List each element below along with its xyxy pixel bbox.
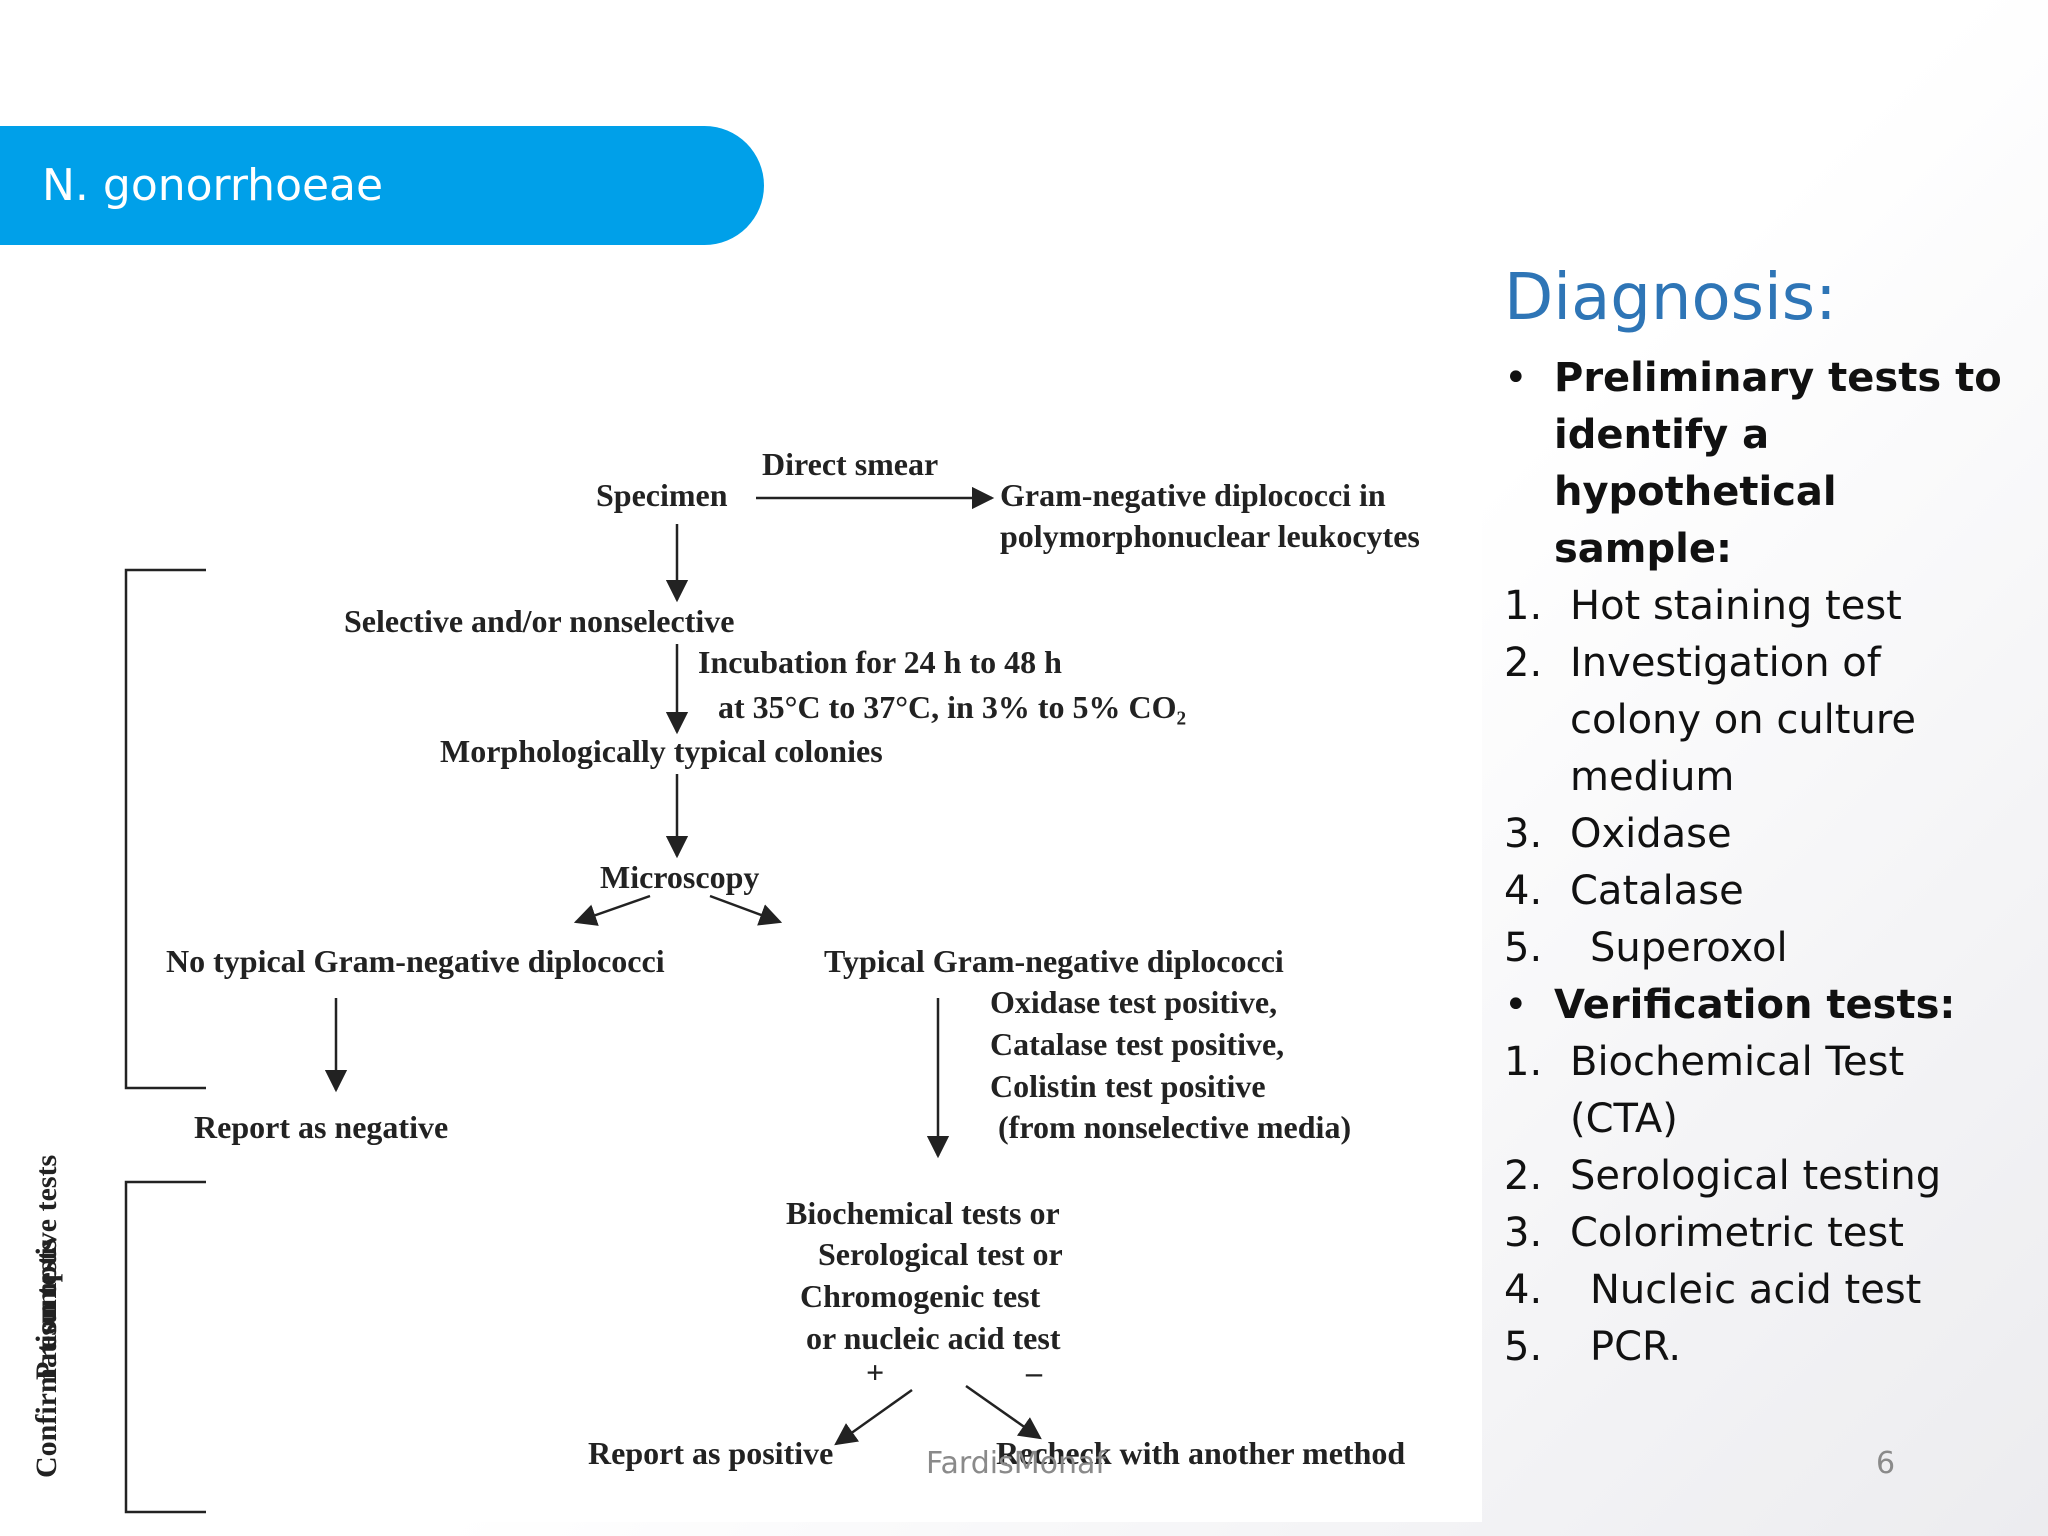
- label-minus: –: [1025, 1354, 1043, 1390]
- arrow-positive: [834, 1388, 913, 1446]
- diagnosis-panel: Diagnosis: Preliminary tests to identify…: [1500, 256, 2020, 1376]
- list-item-text: PCR.: [1590, 1324, 1682, 1370]
- node-no-typical: No typical Gram-negative diplococci: [166, 943, 665, 979]
- arrow-microscopy-right: [709, 894, 783, 926]
- list-item: Verification tests:: [1500, 977, 2020, 1034]
- footer-author: FardisMonaf: [926, 1446, 1106, 1481]
- diagnosis-list: Preliminary tests to identify a hypothet…: [1500, 350, 2020, 1376]
- node-specimen: Specimen: [596, 477, 728, 513]
- list-item: 4. Catalase: [1500, 863, 2020, 920]
- flowchart-diagram: Specimen Direct smear Gram-negative dipl…: [0, 370, 1482, 1522]
- list-number: 3.: [1504, 811, 1543, 857]
- label-incubation-line1: Incubation for 24 h to 48 h: [698, 644, 1062, 680]
- flowchart-svg: Specimen Direct smear Gram-negative dipl…: [30, 446, 1420, 1514]
- list-item: 1. Hot staining test: [1500, 578, 2020, 635]
- list-item: Preliminary tests to identify a hypothet…: [1500, 350, 2020, 578]
- list-number: 1.: [1504, 583, 1543, 629]
- list-number: 2.: [1504, 640, 1543, 686]
- list-item: 2. Serological testing: [1500, 1148, 2020, 1205]
- node-selective: Selective and/or nonselective: [344, 603, 734, 639]
- list-item: 5. PCR.: [1500, 1319, 2020, 1376]
- label-oxidase: Oxidase test positive,: [990, 984, 1277, 1020]
- node-nucleic: or nucleic acid test: [806, 1320, 1061, 1356]
- list-number: 4.: [1504, 868, 1543, 914]
- list-item-text: Serological testing: [1570, 1153, 1942, 1199]
- list-number: 2.: [1504, 1153, 1543, 1199]
- list-item-text: Nucleic acid test: [1590, 1267, 1922, 1313]
- list-number: 1.: [1504, 1039, 1543, 1085]
- list-item-text: Hot staining test: [1570, 583, 1902, 629]
- list-item-text: Catalase: [1570, 868, 1744, 914]
- list-item: 3. Oxidase: [1500, 806, 2020, 863]
- slide-title-bar: N. gonorrhoeae: [0, 126, 764, 245]
- node-gram-negative-line1: Gram-negative diplococci in: [1000, 477, 1386, 513]
- label-incubation-line2: at 35°C to 37°C, in 3% to 5% CO₂: [718, 689, 1186, 725]
- label-catalase: Catalase test positive,: [990, 1026, 1284, 1062]
- node-typical: Typical Gram-negative diplococci: [824, 943, 1284, 979]
- diagnosis-heading: Diagnosis:: [1504, 261, 1837, 335]
- slide-title: N. gonorrhoeae: [42, 160, 384, 211]
- list-item: 1. Biochemical Test (CTA): [1500, 1034, 2020, 1148]
- list-number: 5.: [1504, 1324, 1543, 1370]
- list-item: 3. Colorimetric test: [1500, 1205, 2020, 1262]
- list-item-text: Preliminary tests to identify a hypothet…: [1554, 355, 2002, 572]
- list-number: 4.: [1504, 1267, 1543, 1313]
- page-number: 6: [1876, 1446, 1896, 1481]
- list-item-text: Investigation of colony on culture mediu…: [1570, 640, 1916, 800]
- list-item-text: Superoxol: [1590, 925, 1788, 971]
- node-chromogenic: Chromogenic test: [800, 1278, 1041, 1314]
- arrow-microscopy-left: [573, 894, 651, 926]
- bracket-confirmation: [124, 1180, 206, 1514]
- node-microscopy: Microscopy: [600, 859, 759, 895]
- node-morphology: Morphologically typical colonies: [440, 733, 883, 769]
- label-presumptive-tests: Presumptive tests: [30, 1155, 63, 1380]
- list-item-text: Colorimetric test: [1570, 1210, 1904, 1256]
- node-recheck: Recheck with another method: [996, 1435, 1405, 1471]
- label-colistin: Colistin test positive: [990, 1068, 1266, 1104]
- node-gram-negative-line2: polymorphonuclear leukocytes: [1000, 518, 1420, 554]
- list-item: 5. Superoxol: [1500, 920, 2020, 977]
- label-plus: +: [866, 1354, 884, 1390]
- node-serological: Serological test or: [818, 1236, 1063, 1272]
- list-item: 2. Investigation of colony on culture med…: [1500, 635, 2020, 806]
- list-item-text: Verification tests:: [1554, 982, 1956, 1028]
- list-item: 4. Nucleic acid test: [1500, 1262, 2020, 1319]
- label-direct-smear: Direct smear: [762, 446, 938, 482]
- label-nonselective-media: (from nonselective media): [998, 1109, 1351, 1145]
- node-report-positive: Report as positive: [588, 1435, 833, 1471]
- list-number: 3.: [1504, 1210, 1543, 1256]
- arrow-negative: [965, 1384, 1042, 1440]
- bracket-presumptive: [124, 568, 206, 1090]
- list-item-text: Biochemical Test (CTA): [1570, 1039, 1905, 1142]
- list-item-text: Oxidase: [1570, 811, 1732, 857]
- label-confirmation-tests: Confirmation tests: [30, 1239, 63, 1478]
- node-report-negative: Report as negative: [194, 1109, 448, 1145]
- list-number: 5.: [1504, 925, 1543, 971]
- node-biochemical: Biochemical tests or: [786, 1195, 1060, 1231]
